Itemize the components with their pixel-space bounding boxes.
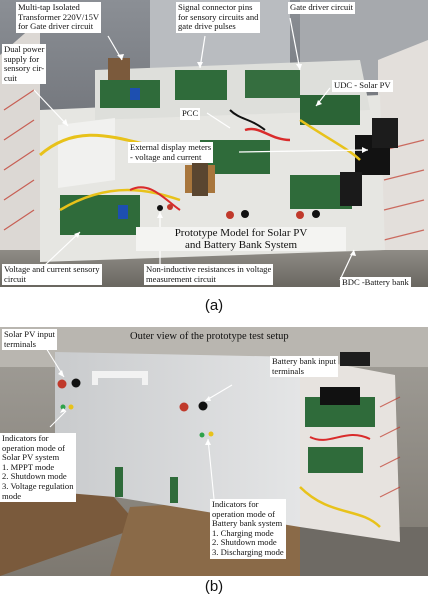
label-non-inductive-resistances: Non-inductive resistances in voltage mea… — [144, 264, 274, 286]
photo-panel-b: Outer view of the prototype test setup S… — [0, 327, 428, 576]
label-line: supply for — [4, 53, 40, 64]
photo-panel-a: Multi-tap Isolated Transformer 220V/15V … — [0, 0, 428, 287]
label-line: terminals — [4, 338, 36, 349]
label-line: Solar PV system — [2, 452, 60, 463]
label-line: Indicators for — [2, 433, 49, 443]
label-battery-indicators: Indicators for operation mode of Battery… — [210, 499, 286, 559]
label-line: Gate driver circuit — [290, 2, 353, 12]
label-line: 3. Discharging mode — [212, 546, 284, 557]
label-line: sensory cir- — [4, 63, 45, 74]
label-line: for Gate driver circuit — [18, 21, 94, 32]
label-battery-bank-input: Battery bank input terminals — [270, 356, 338, 378]
label-line: Battery bank system — [212, 518, 283, 529]
label-line: Solar PV input — [4, 329, 55, 339]
outer-view-title: Outer view of the prototype test setup — [130, 331, 289, 342]
label-line: circuit — [4, 273, 26, 284]
label-pcc: PCC — [180, 108, 201, 120]
label-line: cuit — [4, 72, 17, 83]
label-line: measurement circuit — [146, 273, 216, 284]
prototype-model-title: Prototype Model for Solar PV and Battery… — [136, 227, 346, 251]
label-udc-solar-pv: UDC - Solar PV — [332, 80, 393, 92]
label-line: Indicators for — [212, 499, 259, 509]
label-solar-indicators: Indicators for operation mode of Solar P… — [0, 433, 76, 503]
label-line: - voltage and current — [130, 151, 202, 162]
label-solar-pv-input: Solar PV input terminals — [2, 329, 57, 351]
label-signal-connector: Signal connector pins for sensory circui… — [176, 2, 261, 33]
label-line: Non-inductive resistances in voltage — [146, 264, 272, 274]
label-line: operation mode of — [2, 442, 66, 453]
label-line: 2. Shutdown mode — [212, 537, 277, 548]
label-bdc-battery-bank: BDC -Battery bank — [340, 277, 411, 287]
label-line: Prototype Model for Solar PV — [174, 227, 308, 239]
label-external-display-meters: External display meters - voltage and cu… — [128, 142, 214, 164]
label-line: mode — [2, 490, 22, 501]
label-voltage-current-sensory: Voltage and current sensory circuit — [2, 264, 102, 286]
label-line: operation mode of — [212, 508, 276, 519]
label-line: Multi-tap Isolated — [18, 2, 80, 12]
label-line: Voltage and current sensory — [4, 264, 100, 274]
label-gate-driver: Gate driver circuit — [288, 2, 355, 14]
label-line: for sensory circuits and — [178, 11, 259, 22]
label-line: PCC — [182, 108, 199, 118]
caption-a: (a) — [204, 297, 224, 314]
label-line: Transformer 220V/15V — [18, 11, 100, 22]
label-line: 2. Shutdown mode — [2, 471, 67, 482]
label-line: 1. MPPT mode — [2, 461, 55, 472]
label-line: and Battery Bank System — [184, 239, 298, 251]
label-transformer: Multi-tap Isolated Transformer 220V/15V … — [16, 2, 102, 33]
label-line: UDC - Solar PV — [334, 80, 391, 90]
caption-b: (b) — [204, 578, 224, 595]
label-dual-power-supply: Dual power supply for sensory cir- cuit — [2, 44, 47, 85]
label-line: BDC -Battery bank — [342, 277, 409, 287]
label-line: gate drive pulses — [178, 21, 236, 32]
label-line: External display meters — [130, 142, 212, 152]
label-line: Signal connector pins — [178, 2, 253, 12]
label-line: 3. Voltage regulation — [2, 480, 74, 491]
label-line: Dual power — [4, 44, 45, 54]
label-line: terminals — [272, 365, 304, 376]
label-line: 1. Charging mode — [212, 527, 274, 538]
label-line: Battery bank input — [272, 356, 336, 366]
